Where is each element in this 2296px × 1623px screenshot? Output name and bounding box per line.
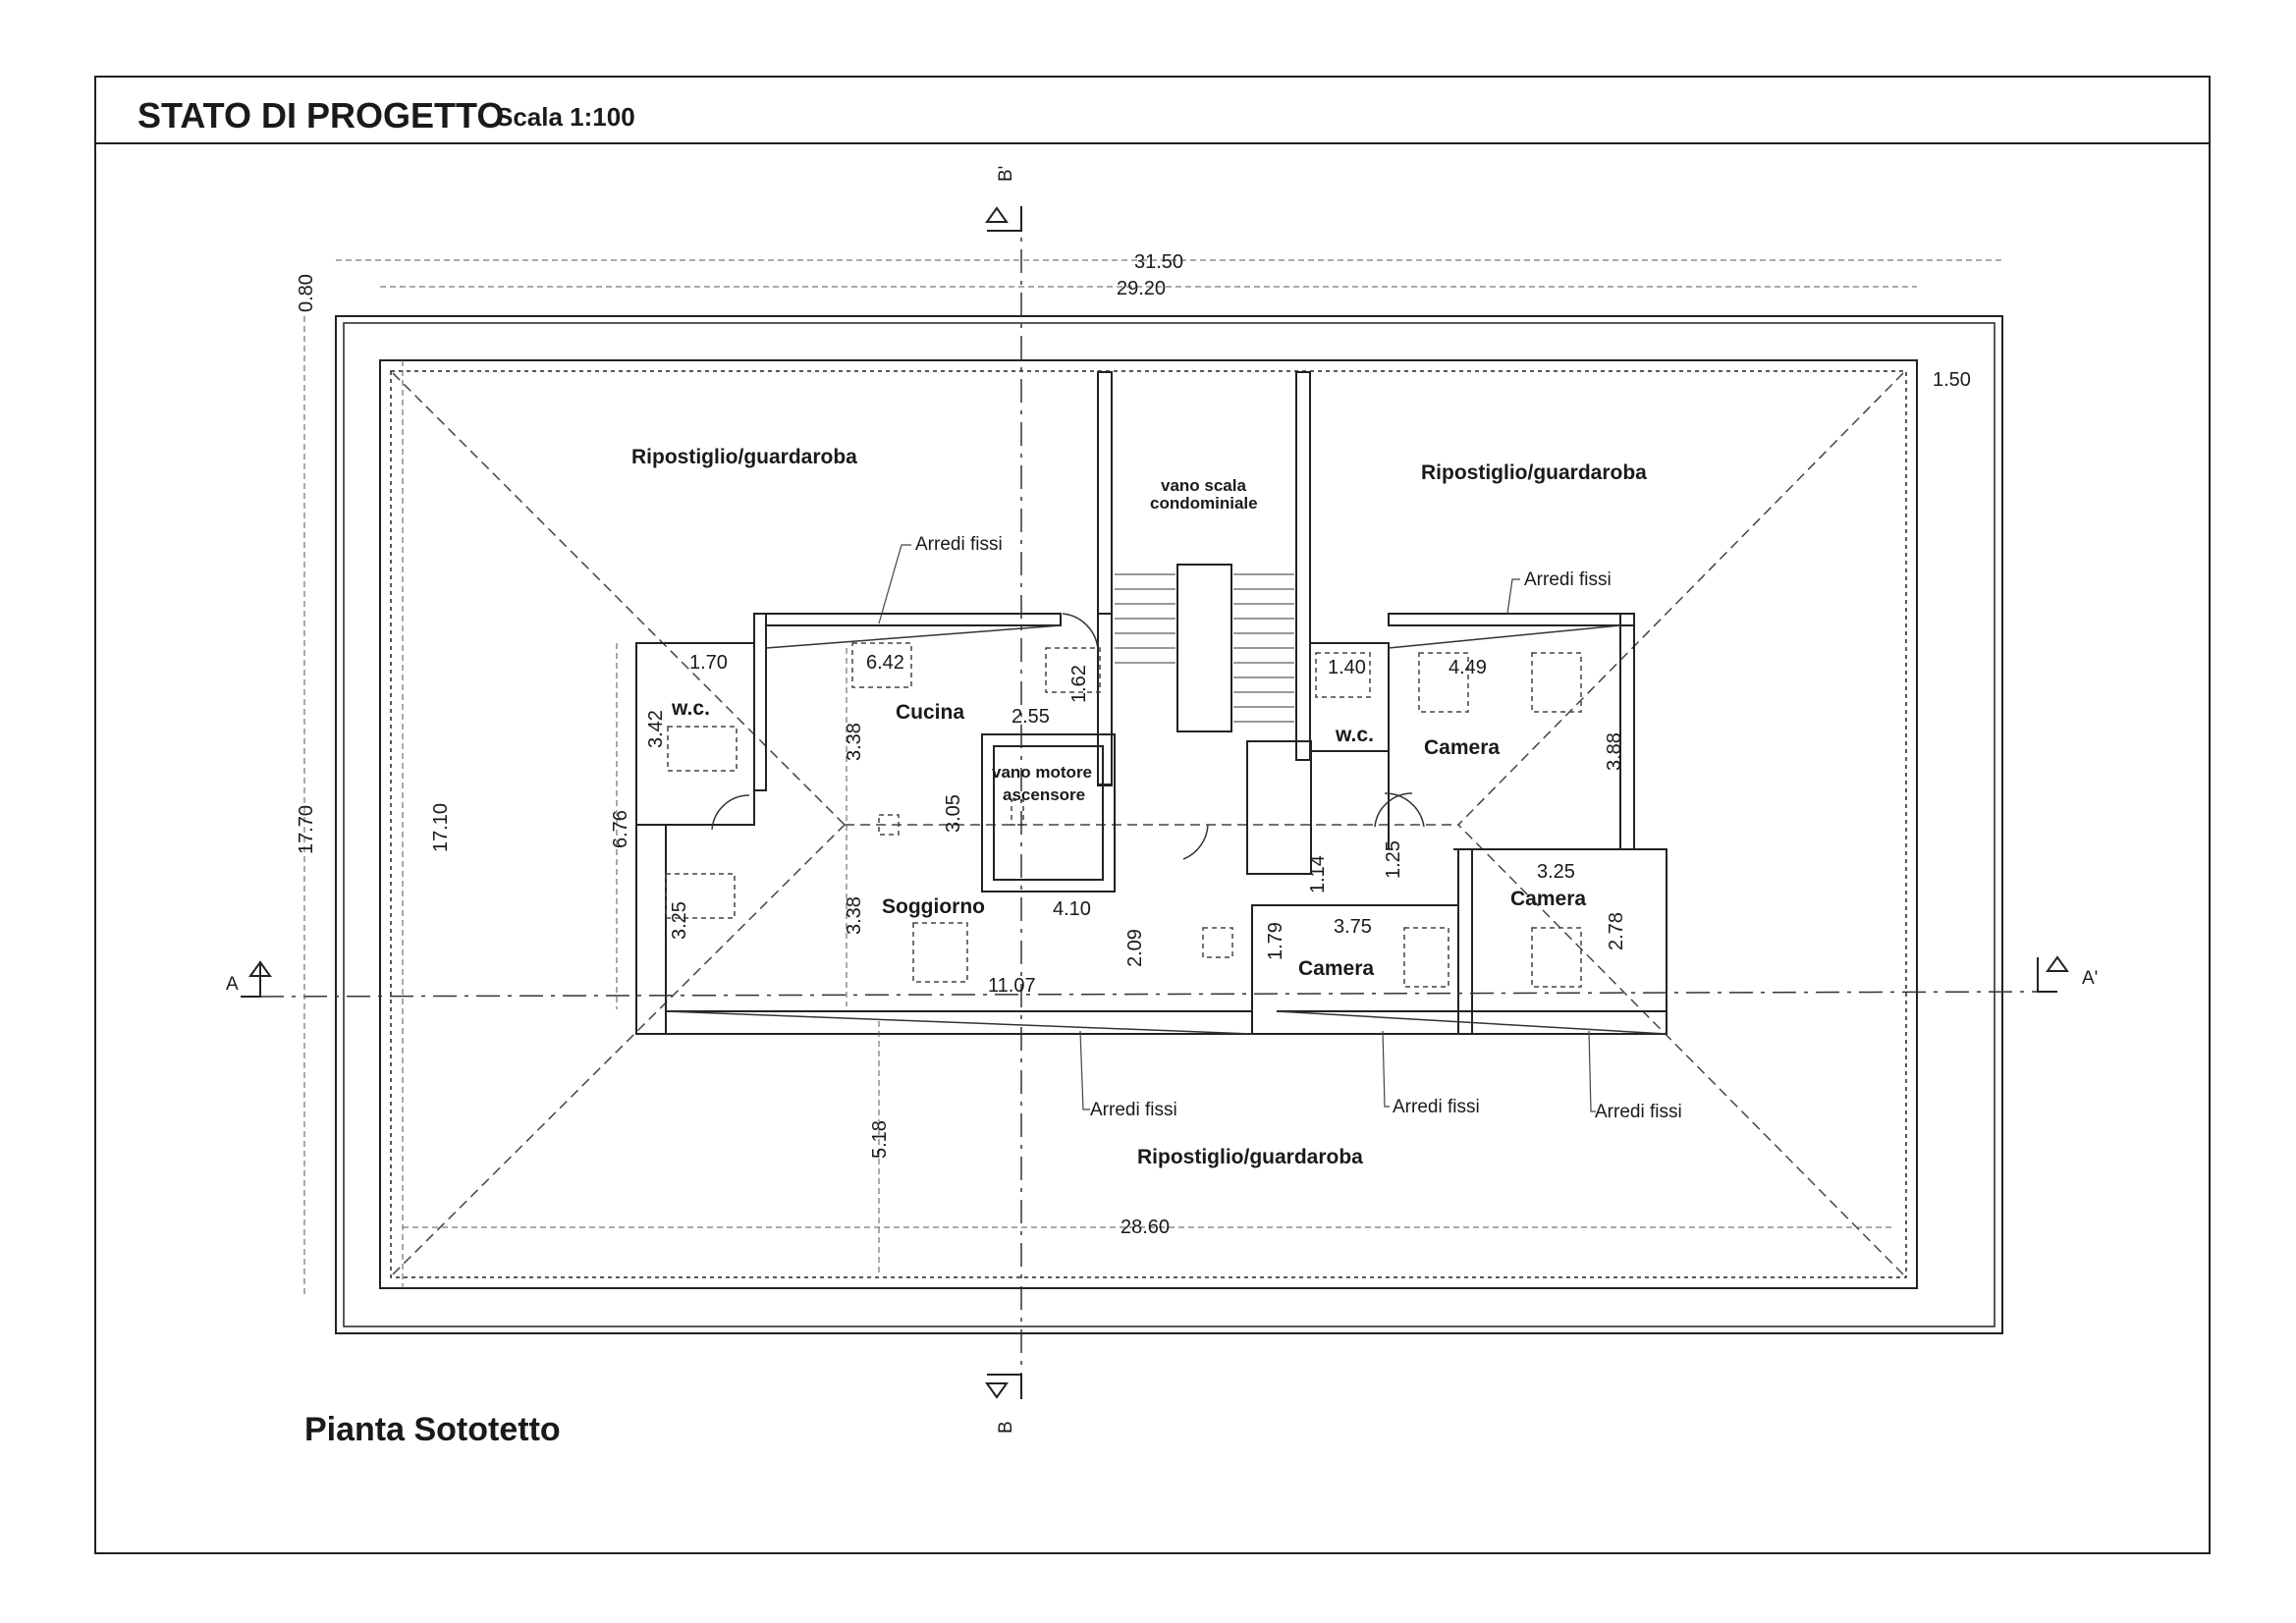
section-label-b-prime: B' xyxy=(996,166,1016,182)
east-apartment-walls xyxy=(1246,613,1667,1035)
dim-wc-west-width: 1.70 xyxy=(689,652,728,674)
note-fixed-furniture-2: Arredi fissi xyxy=(1524,569,1612,590)
dim-eave-top: 0.80 xyxy=(296,274,317,312)
note-fixed-furniture-1: Arredi fissi xyxy=(915,534,1003,555)
fixtures xyxy=(665,642,1582,988)
fixed-furniture-edges xyxy=(665,624,1667,1035)
dim-eave-right: 1.50 xyxy=(1933,369,1971,391)
roof-hip-lines xyxy=(392,372,1904,1275)
note-leaders xyxy=(878,544,1596,1112)
dimension-lines xyxy=(303,259,2002,1294)
dim-living-width: 11.07 xyxy=(988,975,1036,997)
stair-core xyxy=(1097,371,1311,785)
room-label-stair-1: vano scala xyxy=(1161,476,1246,495)
room-label-bedroom-e: Camera xyxy=(1510,888,1586,910)
note-fixed-furniture-3: Arredi fissi xyxy=(1090,1100,1177,1120)
dim-bedroom-e-width: 3.25 xyxy=(1537,861,1575,883)
section-lines xyxy=(259,206,2039,1399)
room-label-wc-east: w.c. xyxy=(1335,724,1374,746)
dim-south-storage: 5.18 xyxy=(869,1120,891,1159)
dim-corridor-depth: 2.09 xyxy=(1124,929,1146,967)
dim-wc-west-depth: 3.42 xyxy=(645,710,667,748)
section-markers xyxy=(241,206,2069,1399)
room-label-storage-s: Ripostiglio/guardaroba xyxy=(1137,1146,1363,1168)
dim-living-depth: 3.38 xyxy=(844,896,865,935)
west-apartment-walls xyxy=(635,613,1252,1035)
note-fixed-furniture-5: Arredi fissi xyxy=(1595,1102,1682,1122)
dim-hall-depth: 1.14 xyxy=(1307,855,1329,893)
header-scale: Scala 1:100 xyxy=(496,102,635,132)
dim-bedroom-ne-depth: 3.88 xyxy=(1604,732,1625,771)
dim-wc-east-width: 1.40 xyxy=(1328,657,1366,678)
dim-lift-width-top: 2.55 xyxy=(1011,706,1050,728)
dim-bedroom-e-depth: 2.78 xyxy=(1606,912,1627,950)
room-label-storage-nw: Ripostiglio/guardaroba xyxy=(631,446,857,468)
room-label-lift-2: ascensore xyxy=(1003,785,1085,804)
dim-overall-width: 31.50 xyxy=(1134,251,1183,273)
note-fixed-furniture-4: Arredi fissi xyxy=(1393,1097,1480,1117)
dim-bottom-width: 28.60 xyxy=(1121,1217,1170,1238)
room-label-storage-ne: Ripostiglio/guardaroba xyxy=(1421,461,1647,484)
room-label-kitchen: Cucina xyxy=(896,701,964,724)
dim-lift-width: 4.10 xyxy=(1053,898,1091,920)
dim-kitchen-width: 6.42 xyxy=(866,652,904,674)
dim-stair-offset: 1.62 xyxy=(1068,665,1090,703)
room-label-living: Soggiorno xyxy=(882,895,985,918)
dim-bedroom-s-depth: 1.79 xyxy=(1265,922,1286,960)
roof-outline xyxy=(335,315,2003,1334)
dim-west-lower: 3.25 xyxy=(669,901,690,940)
dim-inner-width: 29.20 xyxy=(1117,278,1166,299)
room-label-wc-west: w.c. xyxy=(671,697,710,720)
sheet-frame xyxy=(94,76,2211,1554)
room-label-bedroom-ne: Camera xyxy=(1424,736,1500,759)
dim-hall-door: 1.25 xyxy=(1383,840,1404,879)
section-label-a-prime: A' xyxy=(2082,968,2098,989)
room-label-bedroom-s: Camera xyxy=(1298,957,1374,980)
dim-bedroom-s-width: 3.75 xyxy=(1334,916,1372,938)
dim-overall-depth: 17.70 xyxy=(296,805,317,854)
door-swings xyxy=(711,613,1425,860)
header-title: STATO DI PROGETTO xyxy=(137,95,504,135)
plan-name: Pianta Sototetto xyxy=(304,1411,561,1448)
dim-lift-depth: 3.05 xyxy=(943,794,964,833)
dim-west-wing: 6.76 xyxy=(610,810,631,848)
room-label-lift-1: vano motore xyxy=(992,763,1092,782)
dim-bedroom-ne-width: 4.49 xyxy=(1449,657,1487,678)
section-label-b: B xyxy=(996,1421,1016,1434)
dim-inner-depth: 17.10 xyxy=(430,803,452,852)
room-label-stair-2: condominiale xyxy=(1150,494,1258,513)
dim-kitchen-depth: 3.38 xyxy=(844,723,865,761)
section-label-a: A xyxy=(226,974,239,995)
stair-treads xyxy=(1115,573,1294,723)
